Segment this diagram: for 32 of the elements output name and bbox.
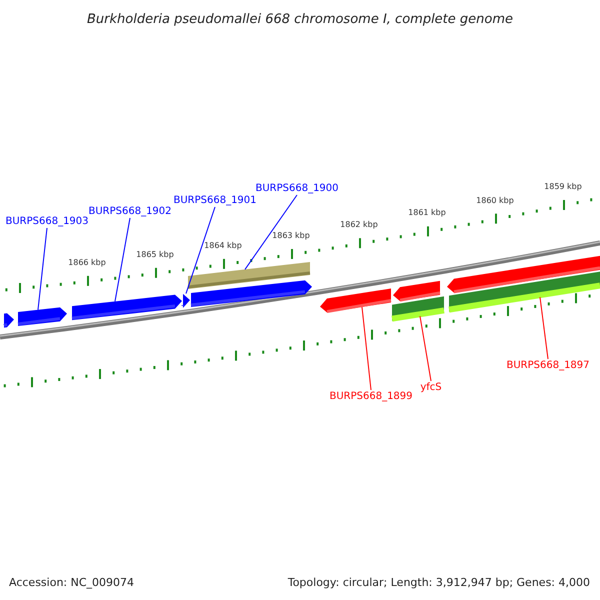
gene-label: BURPS668_1903 xyxy=(5,215,89,228)
gene-label: yfcS xyxy=(420,381,442,394)
scale-label: 1863 kbp xyxy=(272,231,310,241)
leader-line xyxy=(244,194,298,270)
feature-bar xyxy=(448,272,600,313)
scale-label: 1862 kbp xyxy=(340,220,378,230)
gene-block xyxy=(3,313,14,328)
scale-label: 1860 kbp xyxy=(476,196,514,206)
scale-label: 1859 kbp xyxy=(544,182,582,192)
feature-bar xyxy=(392,296,444,322)
accession-text: Accession: NC_009074 xyxy=(9,575,134,591)
leader-line xyxy=(362,306,372,390)
leader-line xyxy=(186,206,216,294)
gene-block xyxy=(320,288,392,314)
gene-label: BURPS668_1902 xyxy=(88,205,172,218)
gene-block xyxy=(182,294,190,308)
gene-label: BURPS668_1901 xyxy=(173,194,257,207)
leader-line xyxy=(540,296,548,360)
scale-label: 1861 kbp xyxy=(408,208,446,218)
scale-label: 1865 kbp xyxy=(136,250,174,260)
gene-label: BURPS668_1899 xyxy=(329,390,413,403)
gene-label: BURPS668_1900 xyxy=(255,182,339,195)
scale-label: 1866 kbp xyxy=(68,258,106,268)
leader-line xyxy=(38,228,48,310)
scale-label: 1864 kbp xyxy=(204,240,242,251)
leader-line xyxy=(114,218,130,302)
genome-info-text: Topology: circular; Length: 3,912,947 bp; Genes: 4,000 xyxy=(288,575,590,591)
title: Burkholderia pseudomallei 668 chromosome I, complete genome xyxy=(86,11,514,29)
gene-label: BURPS668_1897 xyxy=(506,359,590,372)
feature-bar xyxy=(188,262,310,289)
gene-block xyxy=(18,307,67,326)
leader-line xyxy=(420,316,432,382)
